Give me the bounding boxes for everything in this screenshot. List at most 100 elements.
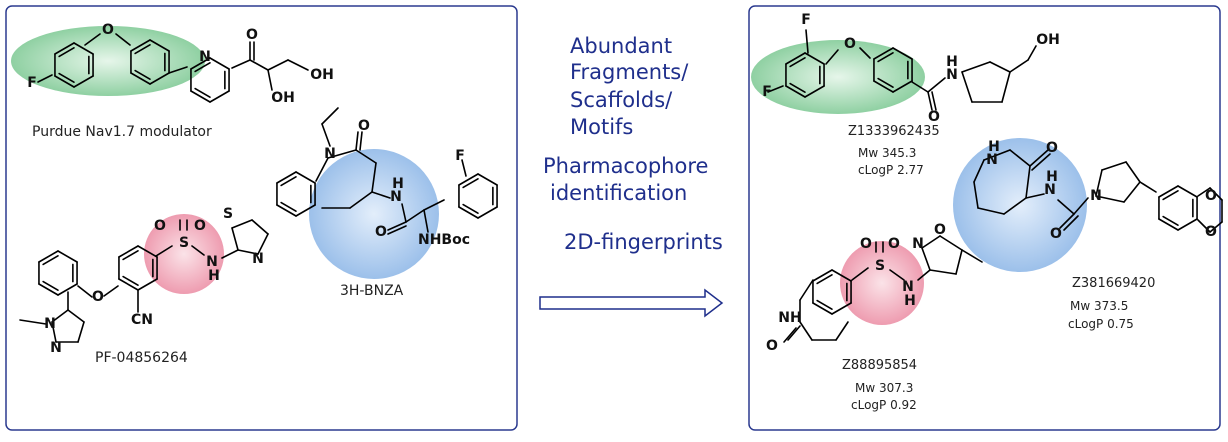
- pyridine-nitrogen: N: [199, 49, 211, 65]
- bond: [1059, 213, 1075, 229]
- benzene-ring: [137, 245, 158, 258]
- bond: [825, 49, 839, 65]
- benzodioxane-ring-double: [1162, 215, 1179, 226]
- bond: [287, 59, 309, 71]
- quinolinone-benzo-ring: [831, 302, 852, 315]
- bond: [267, 59, 289, 71]
- fluorine-atom-2: F: [455, 148, 465, 164]
- compound-1-id: Z1333962435: [848, 124, 940, 139]
- fluorine-atom-4: F: [762, 84, 772, 100]
- right-panel: [748, 5, 1221, 431]
- pyrazole-ring: [51, 321, 57, 343]
- pyrrolidine-ring: [1101, 161, 1127, 171]
- bond-lines: [19, 29, 1223, 343]
- fluorophenyl-ring-2: [477, 206, 498, 219]
- quinolinone-benzo-ring: [812, 302, 833, 315]
- bond: [249, 59, 269, 71]
- azepanone-ring: [983, 149, 1011, 161]
- bond: [168, 66, 188, 74]
- phenyl-ring-2-double: [877, 77, 894, 88]
- benzodioxane-ring-double: [1162, 190, 1179, 201]
- thiazole-sulfur: S: [223, 206, 233, 222]
- benzo-ring: [276, 171, 297, 184]
- quinolinone-ring: [835, 321, 849, 341]
- amide-oxygen-3: O: [1050, 226, 1062, 242]
- bnza-label: 3H-BNZA: [340, 283, 404, 299]
- bond: [387, 221, 407, 231]
- fluorophenyl-ring-double: [58, 72, 75, 83]
- thiazole-ring: [237, 249, 259, 255]
- bond: [103, 285, 119, 297]
- benzodioxane-ring: [1177, 218, 1198, 231]
- bond: [423, 209, 429, 233]
- difluorophenyl-ring-double: [789, 82, 806, 93]
- bond: [221, 249, 239, 259]
- fluorine-atom-3: F: [801, 12, 811, 28]
- sulfonamide-nitrogen: N: [206, 254, 218, 270]
- lactam-nh: NH: [778, 310, 801, 326]
- bond: [1139, 181, 1157, 193]
- fluorophenyl-ring: [54, 75, 75, 88]
- fluorophenyl-ring-2-double: [462, 178, 479, 189]
- bond: [1073, 197, 1089, 215]
- isoxazole-nitrogen: N: [912, 236, 924, 252]
- sulfur-atom-2: S: [875, 258, 885, 274]
- lactam-h: H: [988, 139, 1000, 155]
- phenyl-ring: [38, 283, 59, 296]
- benzene-ring-double: [122, 250, 139, 261]
- pyridine-ring: [209, 57, 230, 70]
- cyclopentene-ring: [989, 61, 1011, 73]
- dioxane-ring: [1209, 221, 1223, 233]
- bond: [77, 285, 93, 298]
- bond: [1029, 149, 1049, 167]
- quinolinone-ring: [799, 321, 813, 341]
- phenyl-ring: [57, 250, 78, 263]
- nhboc-group: NHBoc: [418, 232, 470, 248]
- pyrazole-ring: [67, 309, 85, 323]
- difluorophenyl-ring: [804, 52, 825, 65]
- azepanone-ring: [1025, 165, 1031, 199]
- phenyl-ring-double: [42, 280, 59, 291]
- cyclopentene-ring: [1001, 71, 1011, 103]
- amide-nitrogen-3: N: [1044, 182, 1056, 198]
- bond: [911, 81, 929, 93]
- hydroxyl-3: OH: [1036, 32, 1060, 48]
- ether-oxygen: O: [102, 22, 114, 38]
- ether-oxygen-2: O: [844, 36, 856, 52]
- left-panel: [5, 5, 518, 431]
- bond: [423, 199, 445, 211]
- compound-3-id: Z88895854: [842, 358, 918, 373]
- compound-2-id: Z381669420: [1072, 276, 1156, 291]
- pyridine-ring-double: [194, 62, 211, 73]
- amide-h-2: H: [946, 54, 958, 70]
- fluorophenyl-ring-2: [477, 173, 498, 186]
- quinolinone-benzo-ring: [812, 269, 833, 282]
- azepinone-ring: [371, 162, 377, 193]
- bond: [851, 267, 869, 281]
- benzodioxane-ring: [1158, 185, 1179, 198]
- bond: [1009, 59, 1029, 73]
- pyridine-ring: [190, 90, 211, 103]
- pf-label: PF-04856264: [95, 350, 188, 366]
- thiazole-ring: [231, 227, 239, 251]
- bond: [37, 74, 53, 83]
- azepinone-ring: [315, 157, 329, 182]
- benzo-ring: [276, 204, 297, 217]
- azepinone-ring: [349, 191, 373, 209]
- phenyl-ring: [149, 72, 170, 85]
- difluorophenyl-ring: [785, 52, 806, 65]
- benzene-ring: [118, 278, 139, 291]
- phenyl-ring-double: [134, 69, 151, 80]
- cyclopentene-ring: [961, 71, 973, 103]
- fluorine-atom: F: [27, 75, 37, 91]
- benzene-ring-double: [122, 275, 139, 286]
- quinolinone-benzo-ring-double: [816, 299, 833, 310]
- lactam-oxygen-2: O: [1046, 140, 1058, 156]
- azepanone-ring: [973, 159, 985, 183]
- phenyl-ring-double: [42, 255, 59, 266]
- benzodioxane-ring: [1177, 185, 1198, 198]
- ether-oxygen: O: [92, 289, 104, 305]
- sulfonyl-oxygen-3: O: [860, 236, 872, 252]
- bond: [889, 269, 905, 281]
- thiazole-nitrogen: N: [252, 251, 264, 267]
